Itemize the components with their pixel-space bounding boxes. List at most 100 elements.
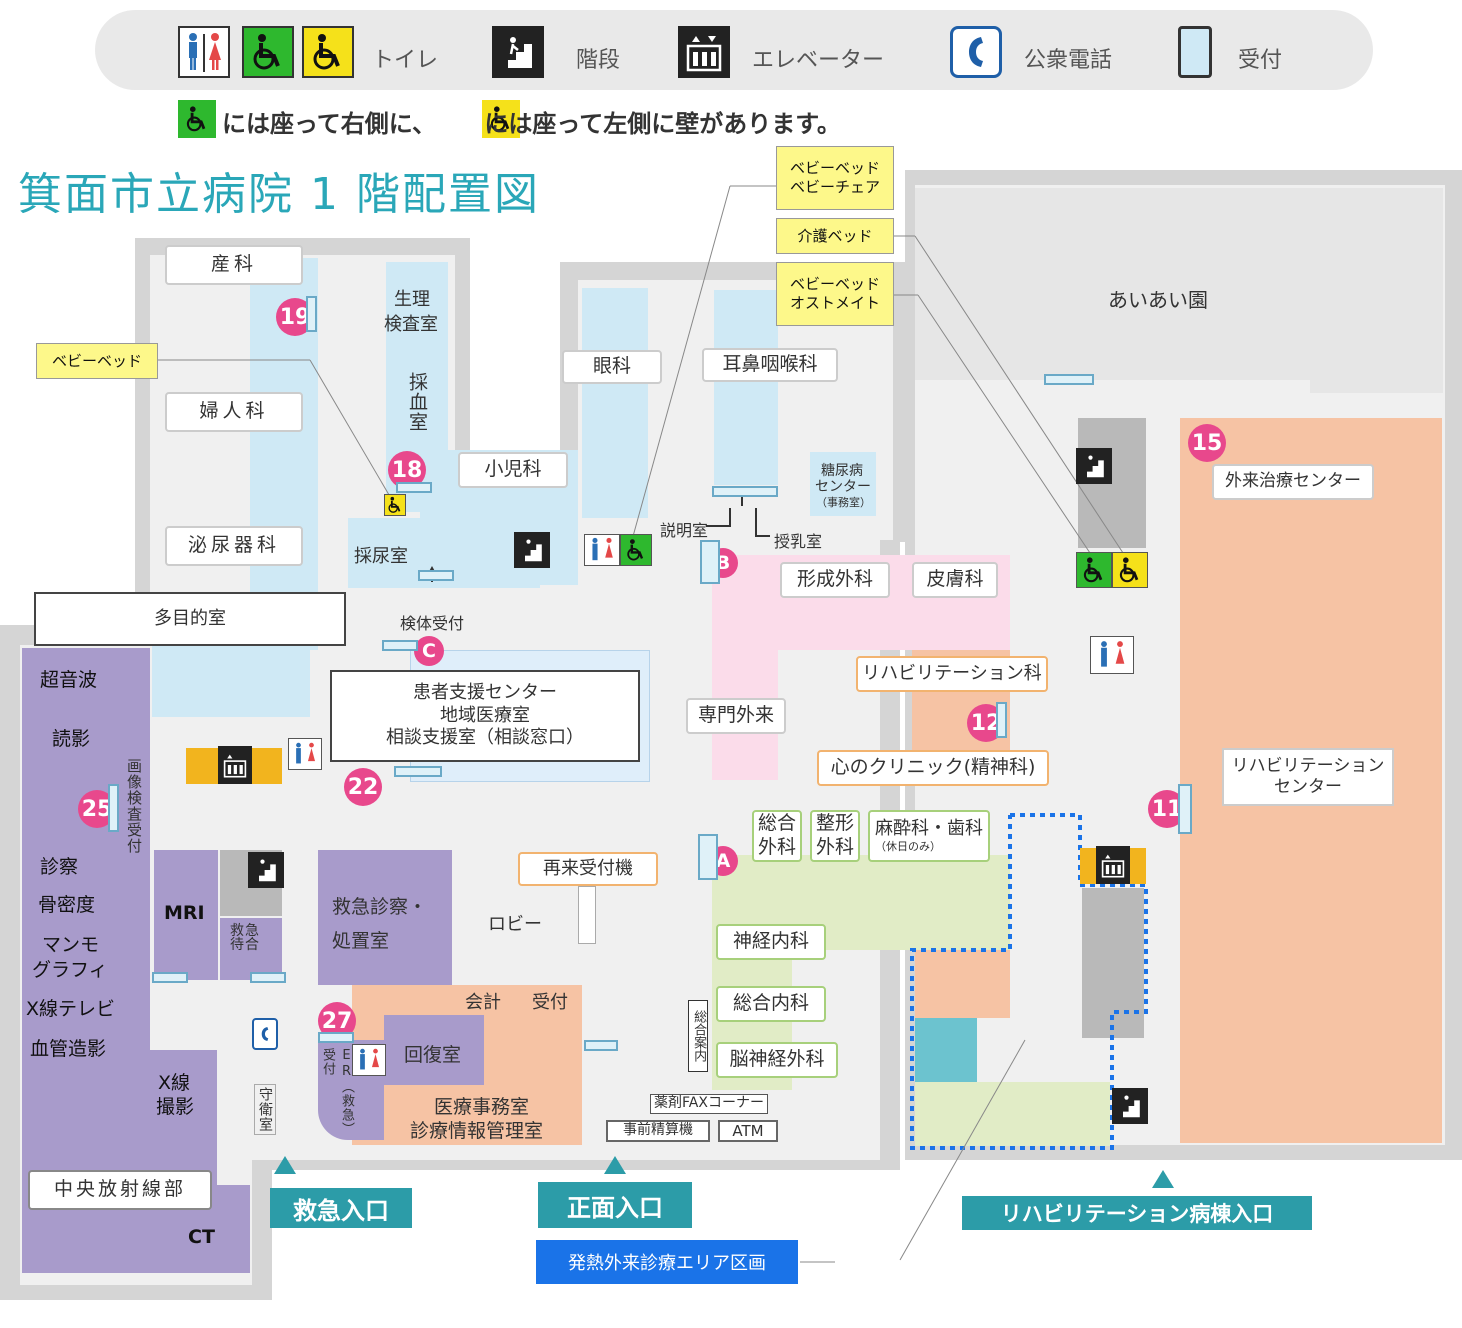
stairs-icon (1112, 1088, 1148, 1124)
reception-desk-emergency (250, 972, 286, 983)
security-room-label: 守衛室 (254, 1084, 276, 1135)
mammography-line2: グラフィ (32, 959, 108, 981)
specialty-clinic-label: 専門外来 (686, 698, 786, 734)
revisit-machine[interactable] (578, 886, 596, 944)
general-internal-medicine-label: 総合内科 (716, 986, 826, 1022)
prepayment-machine-label[interactable]: 事前精算機 (606, 1120, 710, 1142)
east-grey-block (1082, 888, 1144, 1038)
stairs-icon (492, 26, 544, 78)
baby-bed-callout: ベビーベッド (36, 343, 158, 379)
multipurpose-room-label[interactable]: 多目的室 (34, 592, 346, 646)
medical-office-line2: 診療情報管理室 (410, 1120, 544, 1142)
toilet-icon (178, 26, 230, 78)
front-entrance-arrow (604, 1156, 626, 1174)
front-entrance[interactable]: 正面入口 (538, 1182, 692, 1228)
ent-label: 耳鼻咽喉科 (702, 348, 838, 382)
general-info-label: 総合案内 (688, 1000, 708, 1072)
page-title: 箕面市立病院 1 階配置図 (18, 169, 540, 220)
wheelchair-right-wall-icon (620, 534, 652, 566)
general-surgery-label: 総合 外科 (752, 810, 802, 862)
wheelchair-left-wall-icon (1112, 552, 1148, 588)
emergency-entrance[interactable]: 救急入口 (270, 1188, 412, 1228)
general-surgery-line1: 総合 (757, 812, 796, 835)
stairs-icon (1076, 448, 1112, 484)
marker-c[interactable]: C (414, 636, 444, 666)
explanation-room-label: 説明室 (660, 521, 709, 540)
emergency-entrance-arrow (274, 1156, 296, 1174)
aiai-area-lower (1310, 188, 1443, 393)
general-surgery-line2: 外科 (757, 836, 796, 858)
reception-desk-25 (108, 784, 119, 832)
stairs-icon (514, 532, 550, 568)
emergency-treatment-line1: 救急診察・ (332, 896, 428, 918)
reception-desk-mri (152, 972, 188, 983)
legend-elevator-label: エレベーター (752, 48, 885, 73)
marker-15[interactable]: 15 (1188, 424, 1226, 462)
reception-desk-specimen (418, 570, 454, 581)
wheelchair-right-wall-icon (1076, 552, 1112, 588)
neurosurgery-label: 脳神経外科 (716, 1042, 838, 1078)
ophthalmology-area (582, 288, 648, 518)
baby-bed-ostomate-callout: ベビーベッド オストメイト (776, 262, 894, 326)
baby-bed-chair-callout: ベビーベッド ベビーチェア (776, 146, 894, 210)
dermatology-label: 皮膚科 (912, 562, 998, 598)
reception-desk-b (700, 540, 720, 584)
diabetes-center-area (810, 452, 876, 516)
rehab-ward-entrance-arrow (1152, 1170, 1174, 1188)
multipurpose-blue (152, 645, 310, 717)
orthopedics-line2: 外科 (815, 836, 854, 858)
reception-desk-aiai (1044, 374, 1094, 385)
fever-area-callout: 発熱外来診療エリア区画 (536, 1240, 798, 1284)
elevator-icon (218, 746, 252, 784)
wheelchair-left-wall-icon (384, 494, 406, 516)
ent-area (714, 290, 778, 485)
toilet-icon (584, 534, 620, 566)
xray-radiography-line2: 撮影 (156, 1096, 195, 1118)
baby-bed-ostomate-line1: ベビーベッド (789, 275, 880, 294)
atm-label[interactable]: ATM (718, 1120, 778, 1142)
recovery-room-label: 回復室 (404, 1044, 462, 1066)
reception-label: 受付 (532, 992, 568, 1013)
patient-support-line1: 患者支援センター (413, 682, 557, 704)
fever-area-green (915, 1082, 1110, 1146)
obstetrics-label: 産科 (165, 245, 303, 285)
reception-desk-ent (712, 486, 778, 497)
anesthesia-dental-line1: 麻酔科・歯科 (875, 817, 983, 839)
general-info-text: 総合案内 (691, 1010, 707, 1062)
angiography-label: 血管造影 (30, 1038, 107, 1060)
patient-support-line3: 相談支援室（相談窓口） (386, 727, 584, 749)
diabetes-center-line2: センター (815, 479, 871, 495)
anesthesia-dental-note: （休日のみ） (875, 840, 941, 854)
legend-phone-label: 公衆電話 (1024, 48, 1113, 73)
accounting-label: 会計 (465, 992, 501, 1013)
gynecology-label: 婦人科 (165, 392, 303, 432)
reception-desk-27 (318, 1032, 354, 1043)
mri-label: MRI (164, 902, 205, 924)
bone-density-label: 骨密度 (38, 894, 96, 916)
diabetes-center-line1: 糖尿病 (821, 463, 863, 479)
orthopedics-line1: 整形 (815, 812, 854, 835)
wheelchair-right-wall-icon (178, 100, 216, 138)
central-radiology-label: 中央放射線部 (28, 1170, 212, 1210)
medical-office-line1: 医療事務室 (434, 1096, 530, 1118)
physiology-lab-line1: 生理 (394, 289, 430, 310)
mri-room (154, 850, 218, 980)
xray-radiography-line1: X線 (158, 1072, 191, 1094)
reception-desk-c (382, 640, 418, 651)
ophthalmology-label: 眼科 (562, 350, 662, 384)
phone-icon (950, 26, 1002, 78)
imaging-reception-label: 画像検査受付 (125, 758, 143, 854)
reception-desk-accounting (584, 1040, 618, 1051)
rehab-center-line1: リハビリテーション (1231, 755, 1385, 776)
rehab-ward-entrance[interactable]: リハビリテーション病棟入口 (962, 1196, 1312, 1230)
reception-desk-12 (996, 702, 1007, 738)
recovery-room (384, 1015, 484, 1085)
care-bed-callout: 介護ベッド (776, 218, 894, 254)
marker-22[interactable]: 22 (344, 768, 382, 806)
patient-support-center-label[interactable]: 患者支援センター 地域医療室 相談支援室（相談窓口） (330, 670, 640, 762)
emergency-waiting-label: 救急待合 (230, 923, 260, 953)
anesthesia-dental-label: 麻酔科・歯科 （休日のみ） (868, 810, 990, 862)
marker-18[interactable]: 18 (388, 451, 426, 489)
diabetes-center-line3: （事務室） (816, 496, 871, 509)
mental-clinic-label: 心のクリニック(精神科) (817, 750, 1049, 786)
